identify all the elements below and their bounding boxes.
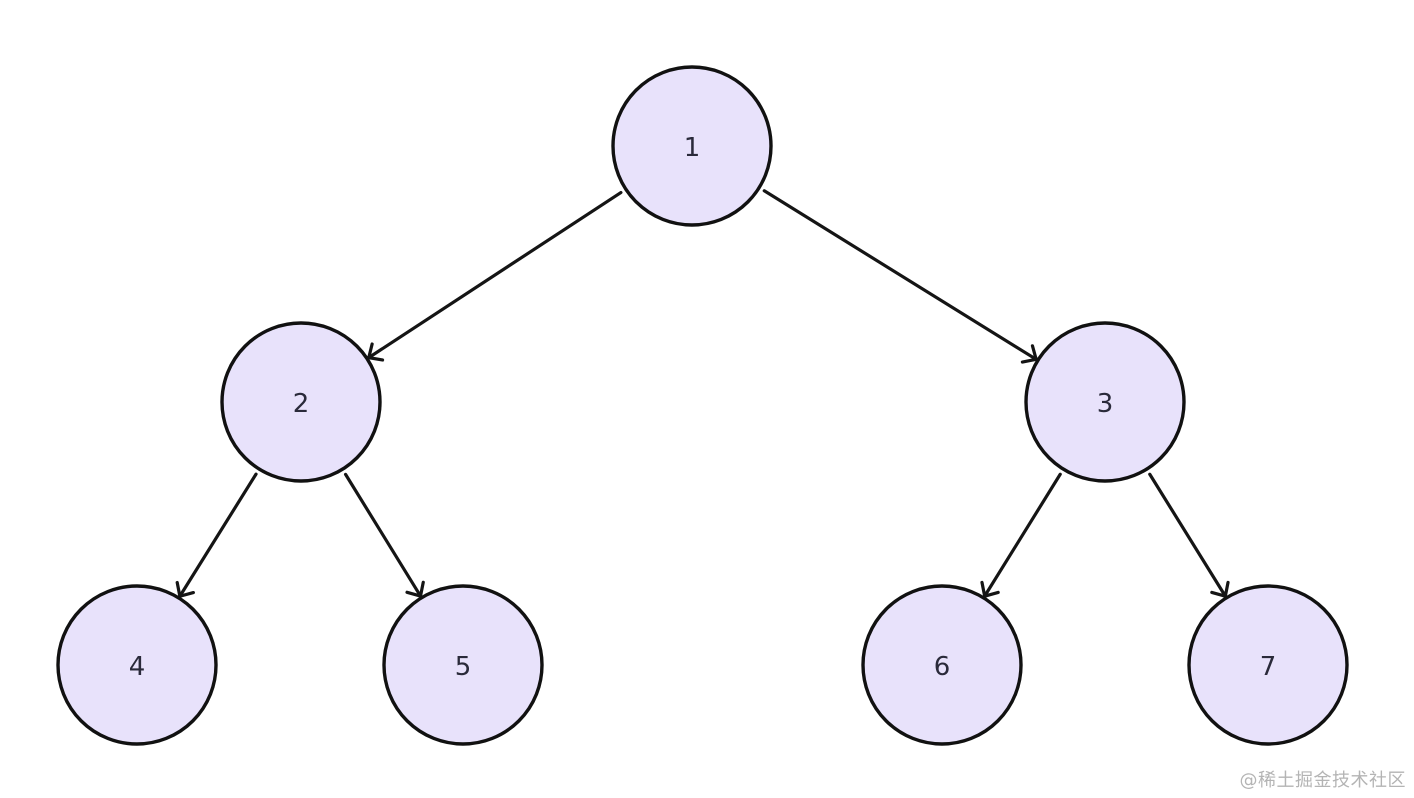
edge-2-4 bbox=[175, 472, 258, 598]
edge-line bbox=[367, 190, 623, 360]
node-circle bbox=[1024, 321, 1186, 483]
node-label: 3 bbox=[1097, 389, 1114, 419]
arrow-head-icon bbox=[175, 580, 195, 598]
edges-layer bbox=[175, 189, 1230, 598]
tree-node-5: 5 bbox=[382, 584, 544, 746]
edge-3-7 bbox=[1148, 472, 1230, 598]
edge-1-3 bbox=[762, 189, 1038, 364]
tree-node-4: 4 bbox=[56, 584, 218, 746]
edge-line bbox=[343, 472, 423, 598]
tree-node-2: 2 bbox=[220, 321, 382, 483]
node-circle bbox=[56, 584, 218, 746]
node-circle bbox=[1187, 584, 1349, 746]
nodes-layer: 1 2 3 4 5 6 7 bbox=[56, 65, 1349, 746]
node-label: 7 bbox=[1260, 652, 1277, 682]
edge-1-2 bbox=[367, 190, 623, 362]
arrow-head-icon bbox=[980, 580, 1000, 598]
node-circle bbox=[861, 584, 1023, 746]
tree-node-6: 6 bbox=[861, 584, 1023, 746]
edge-2-5 bbox=[343, 472, 425, 598]
edge-line bbox=[762, 189, 1038, 361]
arrow-head-icon bbox=[1210, 580, 1230, 598]
edge-line bbox=[1148, 472, 1227, 598]
arrow-head-icon bbox=[1020, 344, 1038, 364]
node-label: 6 bbox=[934, 652, 951, 682]
node-label: 5 bbox=[455, 652, 472, 682]
watermark: @稀土掘金技术社区 bbox=[1239, 770, 1406, 791]
edge-line bbox=[983, 472, 1062, 598]
node-label: 4 bbox=[129, 652, 146, 682]
node-circle bbox=[220, 321, 382, 483]
edge-line bbox=[178, 472, 258, 598]
node-circle bbox=[611, 65, 773, 227]
arrow-head-icon bbox=[367, 342, 385, 362]
tree-node-1: 1 bbox=[611, 65, 773, 227]
tree-node-7: 7 bbox=[1187, 584, 1349, 746]
edge-3-6 bbox=[980, 472, 1062, 598]
node-label: 1 bbox=[684, 133, 701, 163]
node-circle bbox=[382, 584, 544, 746]
tree-node-3: 3 bbox=[1024, 321, 1186, 483]
node-label: 2 bbox=[293, 389, 310, 419]
arrow-head-icon bbox=[405, 580, 425, 598]
